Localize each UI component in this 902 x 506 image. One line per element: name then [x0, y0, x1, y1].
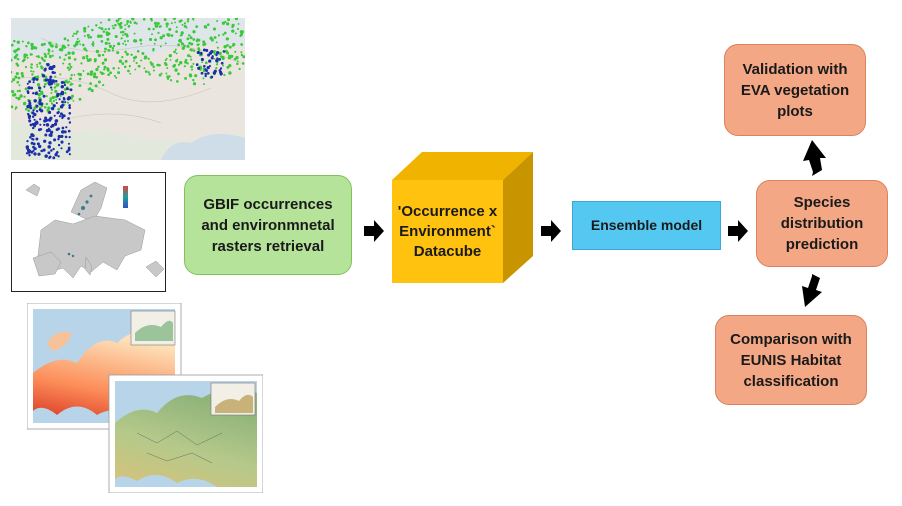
ensemble-model-box: Ensemble model: [572, 201, 721, 250]
datacube-top-face: [392, 152, 533, 180]
species-distribution-prediction-label: Species distribution prediction: [780, 194, 864, 253]
comparison-box: Comparison with EUNIS Habitat classifica…: [715, 315, 867, 405]
gbif-retrieval-box: GBIF occurrences and environmnetal raste…: [184, 175, 352, 275]
europe-raster-map-thumbnail: [11, 172, 166, 292]
datacube-label: 'Occurrence x Environment` Datacube: [397, 202, 498, 260]
arrow-prediction-to-comparison: [802, 274, 822, 307]
datacube-shape: [392, 152, 533, 283]
validation-box: Validation with EVA vegetation plots: [724, 44, 866, 136]
arrow-gbif-to-datacube: [364, 220, 384, 242]
arrow-prediction-to-validation: [803, 140, 826, 176]
gbif-retrieval-label: GBIF occurrences and environmnetal raste…: [201, 195, 335, 255]
ensemble-model-label: Ensemble model: [590, 217, 703, 233]
species-distribution-prediction-box: Species distribution prediction: [756, 180, 888, 267]
datacube-front-face: [392, 180, 503, 283]
arrow-datacube-to-ensemble: [541, 220, 561, 242]
arrow-ensemble-to-prediction: [728, 220, 748, 242]
comparison-label: Comparison with EUNIS Habitat classifica…: [730, 330, 852, 390]
europe-climate-maps-thumbnail: [27, 303, 263, 493]
datacube-side-face: [503, 152, 533, 283]
occurrence-points-map-thumbnail: [11, 18, 245, 160]
validation-label: Validation with EVA vegetation plots: [740, 60, 850, 120]
